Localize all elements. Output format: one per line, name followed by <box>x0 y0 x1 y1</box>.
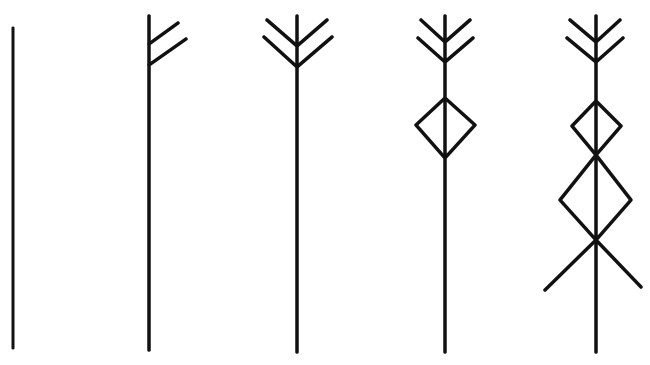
figure-stage-4 <box>416 16 475 352</box>
root-left <box>545 240 596 290</box>
root-right <box>596 240 641 287</box>
figure-stage-3 <box>264 16 332 352</box>
branch-lower <box>149 39 186 65</box>
branch-upper <box>149 23 178 44</box>
figure-stage-2 <box>149 16 186 350</box>
figure-stage-5 <box>545 16 641 352</box>
